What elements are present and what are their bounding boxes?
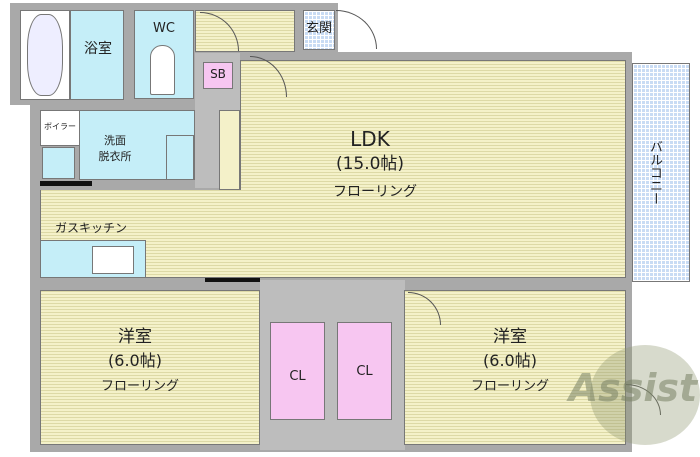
boiler-label: ボイラー bbox=[44, 122, 76, 131]
ldk-label: LDK bbox=[350, 127, 390, 151]
bath-room bbox=[70, 10, 124, 100]
wc-label: WC bbox=[153, 21, 175, 36]
ldk-floor: フローリング bbox=[333, 184, 417, 200]
wall-segment bbox=[40, 181, 92, 186]
closet-left bbox=[270, 322, 325, 420]
wc-room bbox=[134, 10, 194, 99]
kitchen-label: ガスキッチン bbox=[55, 221, 128, 235]
western-right-floor: フローリング bbox=[470, 379, 549, 394]
closet-right-label: CL bbox=[356, 364, 373, 379]
western-right-size: (6.0帖) bbox=[483, 351, 537, 370]
washing-machine bbox=[42, 147, 75, 179]
entrance bbox=[303, 10, 335, 50]
watermark-logo bbox=[590, 345, 700, 445]
entrance-door-icon bbox=[336, 10, 377, 49]
entrance-label: 玄関 bbox=[305, 21, 332, 36]
closet-left-label: CL bbox=[289, 369, 306, 384]
pillar bbox=[219, 110, 240, 190]
watermark-text: Assist bbox=[568, 366, 698, 410]
western-room-left bbox=[40, 290, 260, 445]
western-left-size: (6.0帖) bbox=[108, 351, 162, 370]
kitchen-sink bbox=[92, 246, 134, 274]
vanity-sink bbox=[166, 135, 194, 180]
toilet-icon bbox=[150, 45, 175, 95]
sb-label: SB bbox=[210, 67, 226, 81]
balcony-label: バルコニー bbox=[647, 140, 662, 205]
bathtub-basin bbox=[27, 14, 63, 96]
wall-segment bbox=[205, 278, 260, 282]
ldk-size: (15.0帖) bbox=[335, 154, 405, 174]
western-left-floor: フローリング bbox=[100, 379, 179, 394]
western-right-label: 洋室 bbox=[493, 327, 527, 347]
boiler-room bbox=[40, 110, 80, 146]
western-room-right bbox=[404, 290, 626, 445]
washroom-label-1: 洗面 bbox=[104, 134, 126, 147]
shoe-box bbox=[203, 62, 233, 89]
balcony bbox=[632, 63, 690, 282]
bath-label: 浴室 bbox=[84, 41, 112, 57]
closet-right bbox=[337, 322, 392, 420]
washroom-label-2: 脱衣所 bbox=[98, 150, 132, 163]
western-left-label: 洋室 bbox=[118, 327, 152, 347]
